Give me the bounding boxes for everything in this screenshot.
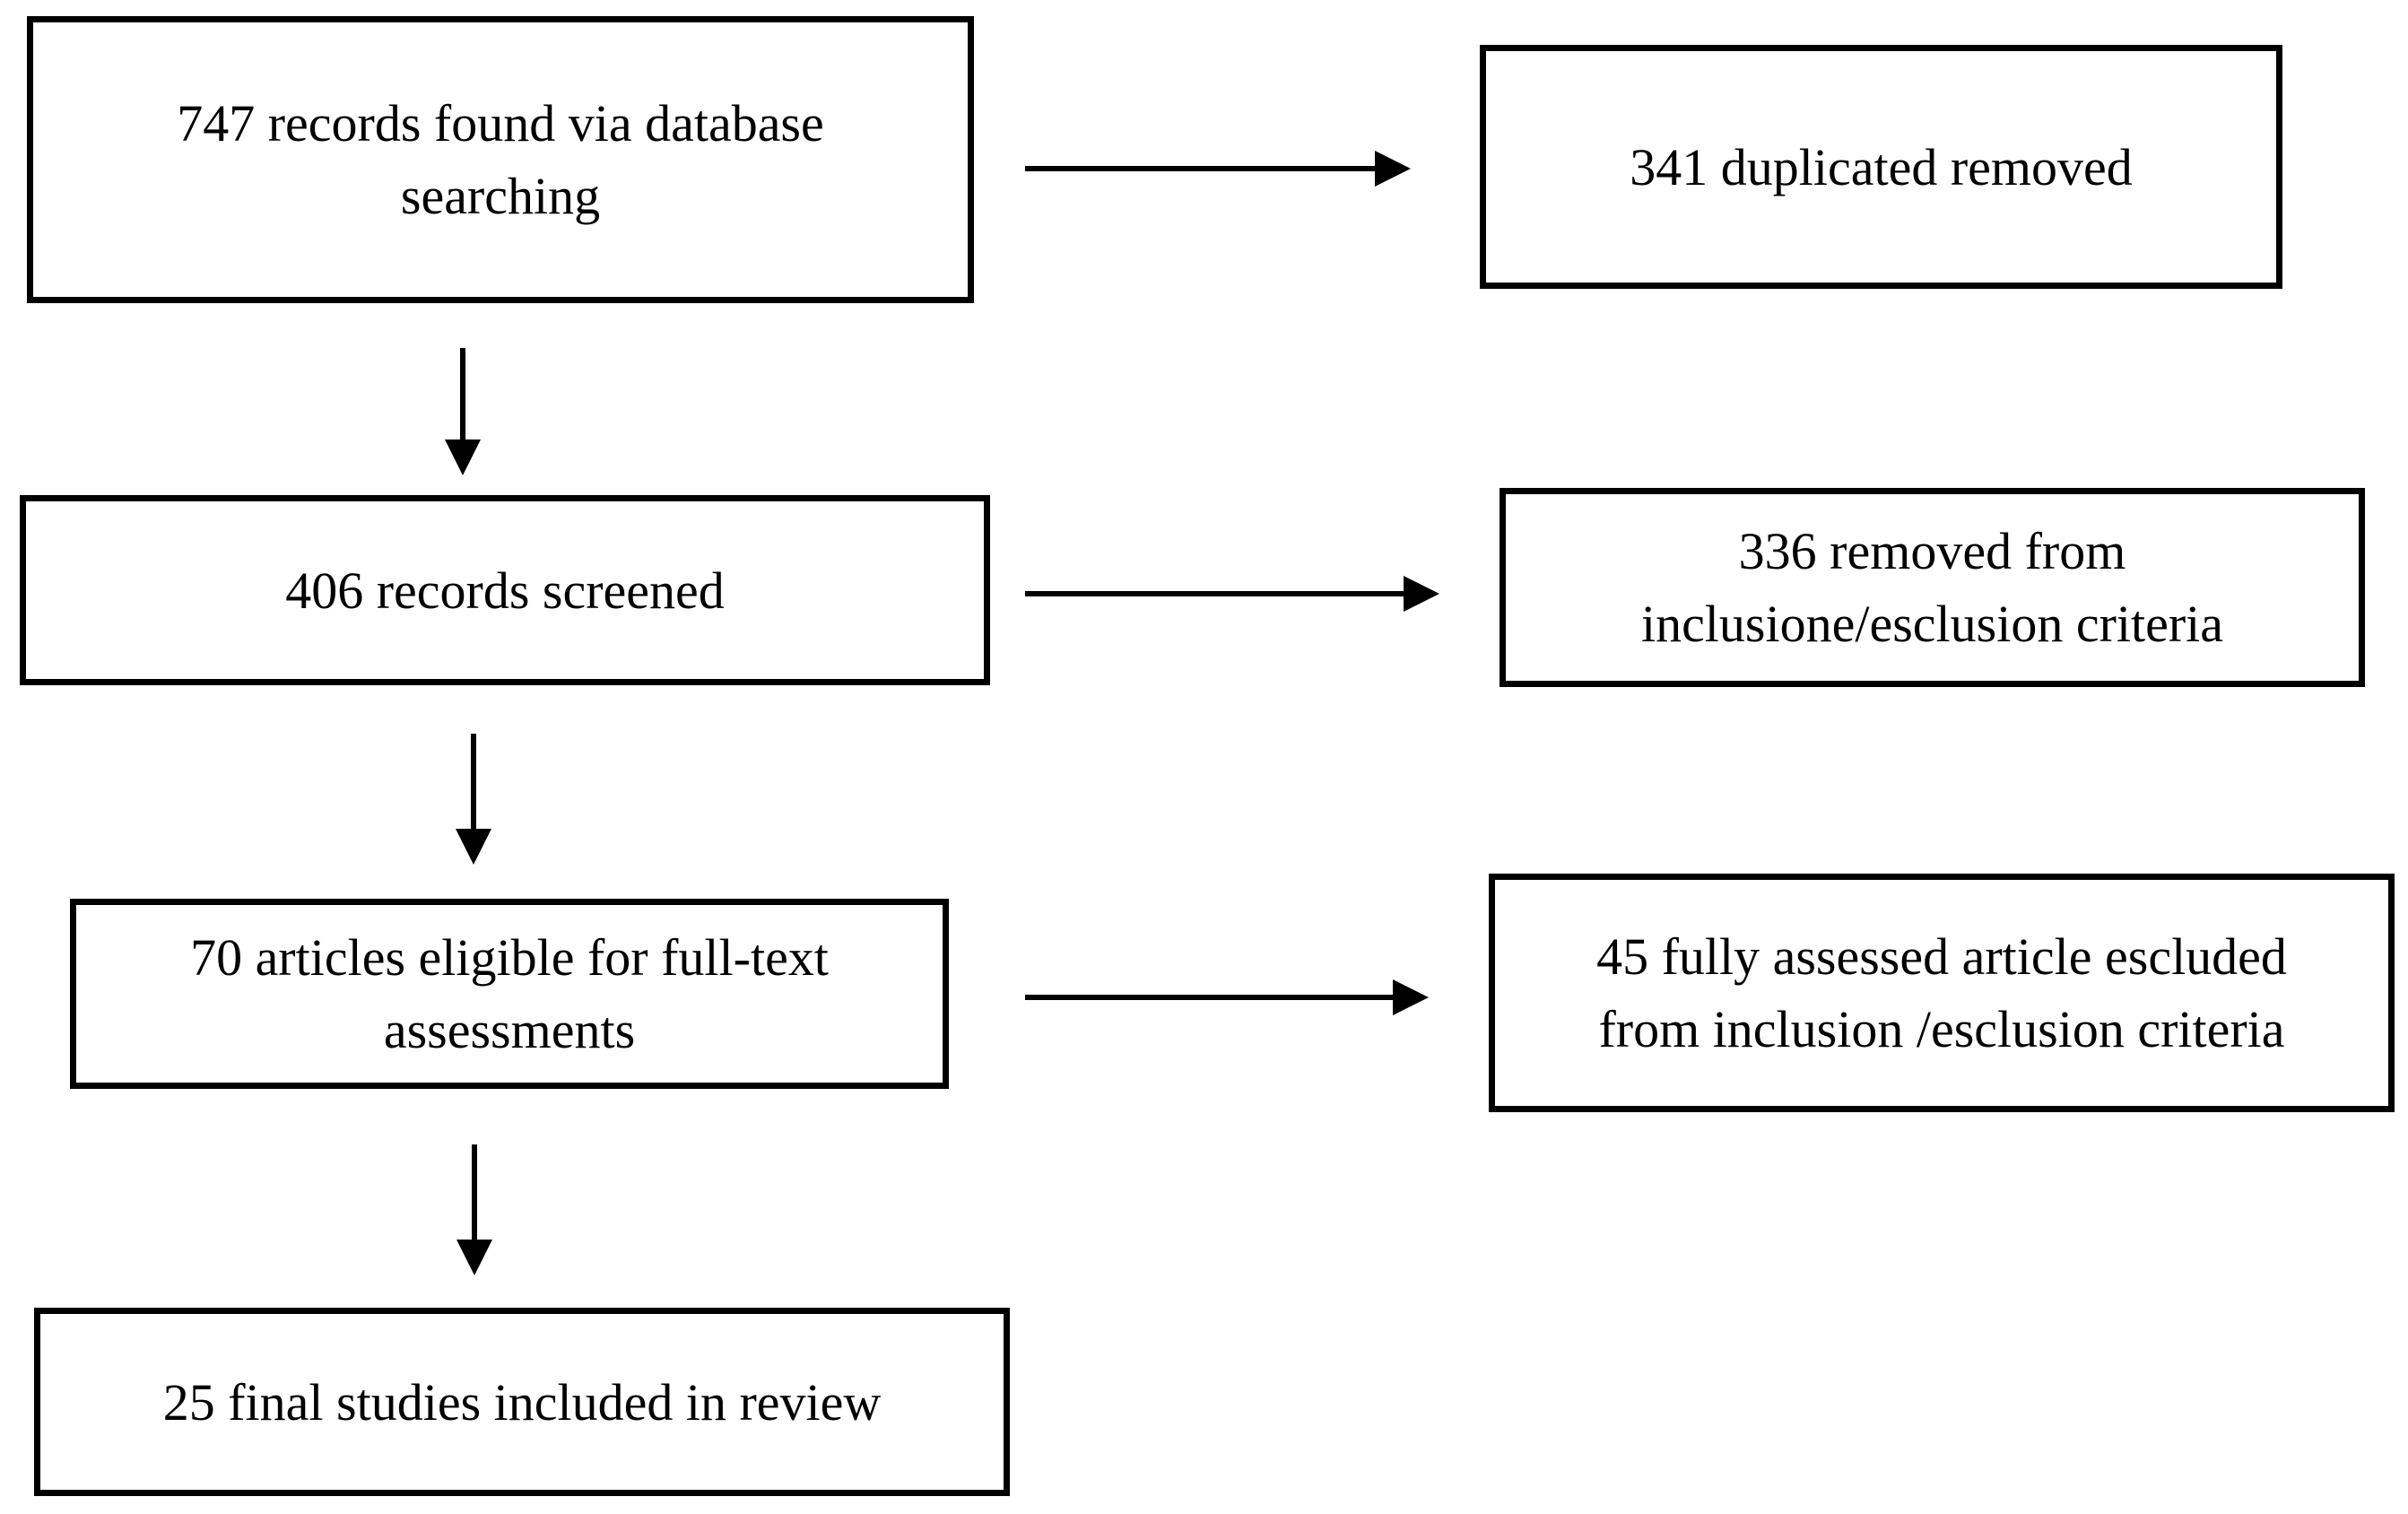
box-duplicates-removed-line1: 341 duplicated removed	[1630, 137, 2133, 196]
box-screening-removed-line1: 336 removed from	[1738, 522, 2126, 580]
box-records-found: 747 records found via database searching	[27, 16, 974, 303]
box-fulltext-eligible-line2: assessments	[383, 1001, 636, 1059]
box-records-found-line2: searching	[400, 167, 601, 225]
box-fulltext-excluded-line1: 45 fully assessed article escluded	[1596, 927, 2287, 986]
box-fulltext-eligible-line1: 70 articles eligible for full-text	[190, 928, 829, 987]
arrow-head-down-icon	[445, 439, 481, 475]
arrow-shaft	[1025, 166, 1375, 171]
box-records-screened-line1: 406 records screened	[285, 561, 725, 620]
box-fulltext-excluded: 45 fully assessed article escluded from …	[1489, 874, 2395, 1112]
arrow-fulltext-to-included	[456, 1144, 492, 1275]
arrow-head-right-icon	[1375, 151, 1411, 187]
arrow-shaft	[471, 734, 476, 829]
box-fulltext-excluded-line2: from inclusion /esclusion criteria	[1598, 1000, 2285, 1058]
box-final-included-line1: 25 final studies included in review	[162, 1372, 882, 1431]
box-records-screened: 406 records screened	[20, 495, 990, 685]
box-duplicates-removed: 341 duplicated removed	[1480, 45, 2282, 289]
arrow-head-down-icon	[456, 829, 491, 865]
arrow-screened-to-fulltext	[456, 734, 491, 865]
arrow-found-to-duplicates	[1025, 151, 1411, 187]
arrow-shaft	[460, 348, 465, 439]
arrow-head-right-icon	[1393, 979, 1429, 1015]
arrow-shaft	[472, 1144, 477, 1240]
arrow-shaft	[1025, 995, 1393, 1000]
arrow-shaft	[1025, 591, 1404, 596]
box-screening-removed: 336 removed from inclusione/esclusion cr…	[1500, 488, 2365, 687]
arrow-screened-to-removed	[1025, 576, 1439, 612]
box-fulltext-eligible: 70 articles eligible for full-text asses…	[70, 899, 949, 1089]
arrow-head-right-icon	[1404, 576, 1439, 612]
arrow-head-down-icon	[456, 1240, 492, 1275]
box-screening-removed-line2: inclusione/esclusion criteria	[1640, 595, 2224, 653]
arrow-fulltext-to-excluded	[1025, 979, 1429, 1015]
arrow-found-to-screened	[445, 348, 481, 475]
box-final-included: 25 final studies included in review	[34, 1308, 1010, 1496]
box-records-found-line1: 747 records found via database	[177, 94, 824, 152]
